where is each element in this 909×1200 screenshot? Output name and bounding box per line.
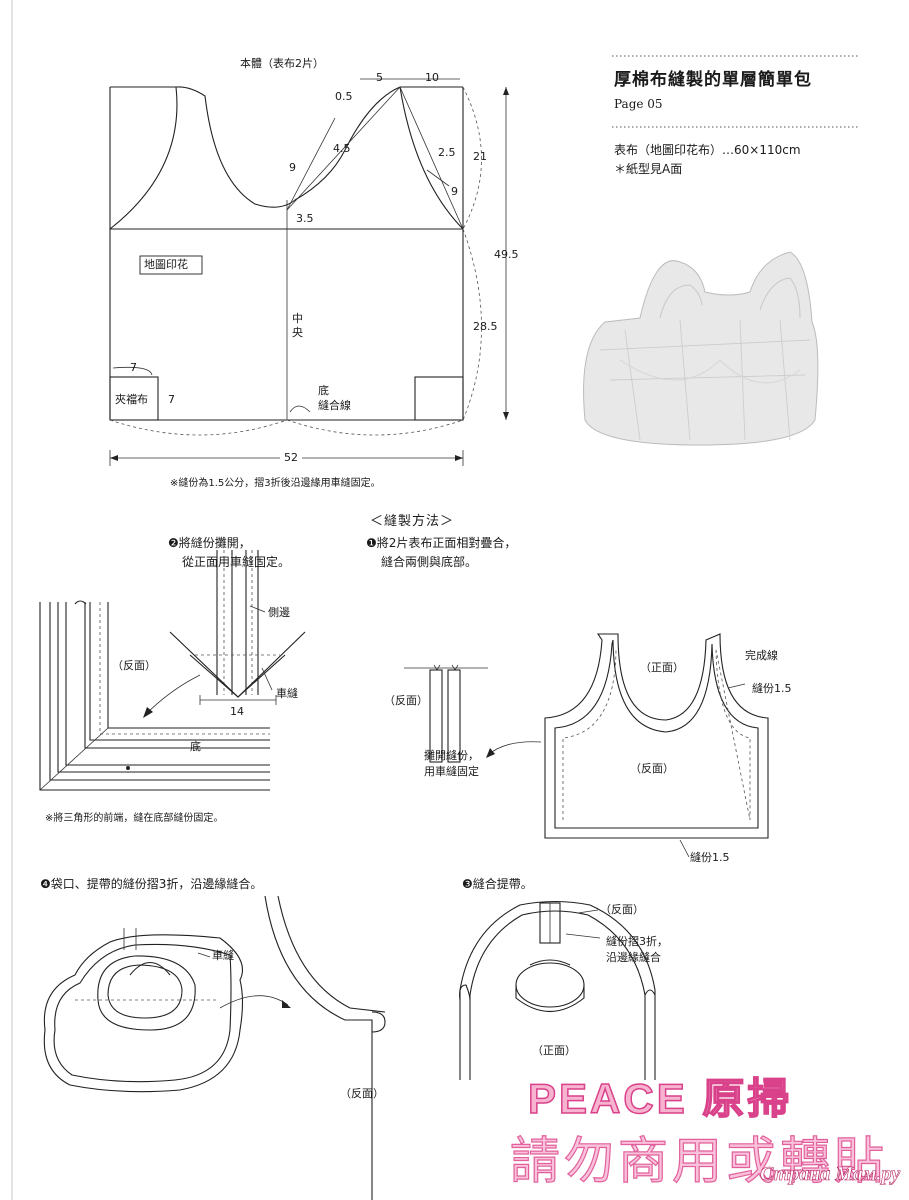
step4-wrong-side: （反面） xyxy=(340,1087,384,1100)
dim-14: 14 xyxy=(230,705,244,718)
dim-0-5: 0.5 xyxy=(335,90,353,103)
dim-52: 52 xyxy=(280,452,302,463)
step2-diagram xyxy=(39,550,306,791)
bottom-seam-label: 底 縫合線 xyxy=(318,384,351,412)
side-edge-label: 側邊 xyxy=(268,606,290,619)
step1-text-1: ❶將2片表布正面相對疊合， xyxy=(366,536,517,550)
stitch-label-step4: 車縫 xyxy=(212,949,234,962)
pattern-label: 本體（表布2片） xyxy=(240,57,324,70)
gusset-label: 夾襠布 xyxy=(115,393,148,406)
dim-3-5: 3.5 xyxy=(296,212,314,225)
fabric-label: 地圖印花 xyxy=(144,258,188,271)
dim-7-top: 7 xyxy=(130,361,137,374)
dim-21: 21 xyxy=(473,150,487,163)
method-title: ＜縫製方法＞ xyxy=(370,514,455,529)
watermark-peace: PEACE 原掃 xyxy=(527,1075,793,1122)
page-number: Page 05 xyxy=(614,97,663,111)
dim-9-left: 9 xyxy=(289,161,296,174)
step3-wrong-side: （反面） xyxy=(600,903,644,916)
bottom-label-step2: 底 xyxy=(190,740,201,753)
dim-49-5: 49.5 xyxy=(494,248,519,261)
dim-2-5: 2.5 xyxy=(438,146,456,159)
seam-allowance-1: 縫份1.5 xyxy=(752,682,792,695)
step3-text: ❸縫合提帶。 xyxy=(462,877,533,891)
step4-diagram xyxy=(43,895,386,1200)
bag-photo xyxy=(583,251,819,446)
center-label: 中央 xyxy=(292,312,303,339)
step1-wrong-side-body: （反面） xyxy=(630,762,674,775)
stitch-label-step2: 車縫 xyxy=(276,687,298,700)
step2-text-2: 從正面用車縫固定。 xyxy=(182,555,291,569)
stitch-fix-label: 用車縫固定 xyxy=(424,765,479,778)
step4-text: ❹袋口、提帶的縫份摺3折，沿邊緣縫合。 xyxy=(40,877,263,891)
finish-line-label: 完成線 xyxy=(745,649,778,662)
step2-wrong-side: （反面） xyxy=(112,659,156,672)
triangle-note: ※將三角形的前端，縫在底部縫份固定。 xyxy=(45,813,224,824)
step1-diagram xyxy=(404,633,769,858)
step1-text-2: 縫合兩側與底部。 xyxy=(381,555,478,569)
pattern-piece xyxy=(109,78,509,466)
dim-10: 10 xyxy=(425,71,439,84)
step3-right-side: （正面） xyxy=(532,1044,576,1057)
material-text: 表布（地圖印花布）…60×110cm xyxy=(614,143,801,157)
dim-7-side: 7 xyxy=(168,393,175,406)
step2-text-1: ❷將縫份攤開， xyxy=(168,536,251,550)
watermark-notice: 請勿商用或轉貼 xyxy=(509,1132,888,1190)
dim-28-5: 28.5 xyxy=(473,320,498,333)
step1-right-side: （正面） xyxy=(640,661,684,674)
open-seam-label: 攤開縫份， xyxy=(424,749,479,762)
watermark-site: Страна Мам.ру xyxy=(760,1163,901,1185)
seam-note: ※縫份為1.5公分，摺3折後沿邊緣用車縫固定。 xyxy=(170,478,381,489)
fold3-label-2: 沿邊緣縫合 xyxy=(606,951,661,964)
step3-diagram xyxy=(459,900,656,1080)
dim-5: 5 xyxy=(376,71,383,84)
dim-4-5: 4.5 xyxy=(333,142,351,155)
dim-9-right: 9 xyxy=(451,185,458,198)
fold3-label-1: 縫份摺3折， xyxy=(606,935,668,948)
seam-allowance-2: 縫份1.5 xyxy=(690,851,730,864)
page-title: 厚棉布縫製的單層簡單包 xyxy=(614,70,812,90)
pattern-note: ＊紙型見A面 xyxy=(614,162,683,176)
step1-wrong-side-seam: （反面） xyxy=(384,694,428,707)
